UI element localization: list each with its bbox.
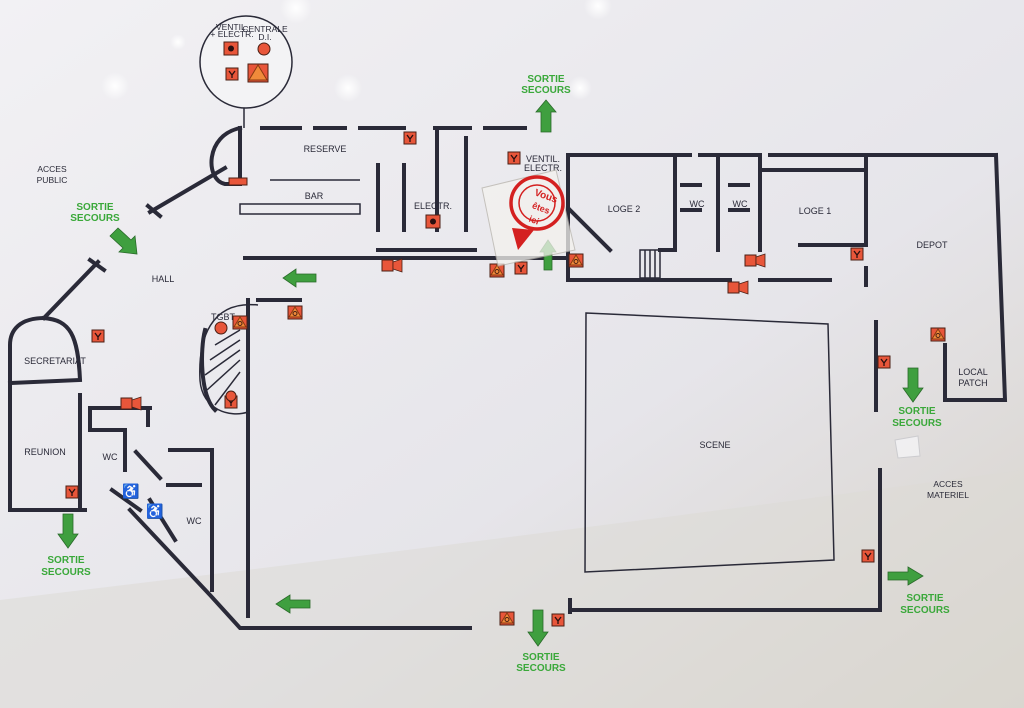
alarm-warning-icon (247, 63, 269, 83)
access-public-label-2: PUBLIC (37, 175, 68, 185)
exit-label-materiel: SORTIE SECOURS (900, 593, 950, 616)
alarm-horn-icon (381, 258, 403, 273)
extinguisher-icon (225, 67, 239, 81)
glare-spot (170, 34, 186, 50)
exit-arrow-diagonal-icon (109, 227, 138, 255)
exit-arrow-down-icon (57, 513, 79, 549)
glare-spot (101, 72, 129, 100)
glare-spot (584, 0, 612, 20)
room-label-ventil-electr: ELECTR. (524, 163, 562, 173)
alarm-horn-icon (744, 253, 766, 268)
room-label-reserve: RESERVE (304, 144, 347, 154)
you-are-here-pointer-icon (512, 228, 534, 250)
extinguisher-icon (514, 261, 528, 275)
alarm-warning-icon (287, 305, 303, 320)
svg-text:SECOURS: SECOURS (900, 605, 950, 616)
alarm-warning-icon (489, 263, 505, 278)
exit-arrow-right-icon (887, 566, 924, 586)
ventil-electr-icon-dot (228, 45, 234, 52)
walls (7, 125, 1008, 630)
room-label-wc-left: WC (103, 452, 118, 462)
extinguisher-icon (403, 131, 417, 145)
extinguisher-icon (877, 355, 891, 369)
glare-spot (280, 0, 312, 24)
accessible-toilet-icon: ♿ (122, 483, 139, 500)
svg-text:SORTIE: SORTIE (76, 202, 114, 213)
legend-electr-label: + ELECTR. (210, 29, 253, 39)
sticker-text-ici: ici (528, 214, 541, 227)
room-label-electr: ELECTR. (414, 201, 452, 211)
legend-di-label: D.I. (258, 32, 271, 42)
exit-label-right: SORTIE SECOURS (892, 406, 942, 429)
exit-arrow-left-icon (275, 594, 311, 614)
extinguisher-icon (861, 549, 875, 563)
svg-text:SORTIE: SORTIE (522, 652, 560, 663)
svg-text:SECOURS: SECOURS (892, 418, 942, 429)
room-label-ventil: VENTIL. (526, 154, 560, 164)
room-label-local: LOCAL (958, 367, 988, 377)
exit-label-hall: SORTIE SECOURS (70, 202, 120, 224)
extinguisher-icon (551, 613, 565, 627)
tape-piece (894, 435, 921, 459)
legend-centrale-label: CENTRALE (242, 24, 288, 34)
glare-spot (568, 76, 592, 100)
svg-text:SECOURS: SECOURS (521, 85, 571, 96)
centrale-di-icon (225, 390, 237, 402)
exit-arrow-up-icon (535, 99, 557, 133)
legend-circle: VENTIL. + ELECTR. CENTRALE D.I. (199, 15, 293, 109)
centrale-di-icon (214, 321, 228, 335)
room-label-loge-2: LOGE 2 (608, 204, 641, 214)
extinguisher-icon (507, 151, 521, 165)
svg-text:SORTIE: SORTIE (527, 74, 565, 85)
exit-arrow-down-icon (527, 609, 549, 647)
svg-text:SORTIE: SORTIE (898, 406, 936, 417)
alarm-horn-icon (120, 396, 142, 411)
ventil-electr-icon (425, 214, 441, 229)
access-materiel-label: ACCES (933, 479, 963, 489)
room-label-hall: HALL (152, 274, 175, 284)
alarm-horn-icon (727, 280, 749, 295)
legend-ventil-label: VENTIL. (216, 22, 248, 32)
room-label-wc-1: WC (690, 199, 705, 209)
exit-arrow-down-icon (902, 367, 924, 403)
scene-area (584, 312, 835, 573)
room-label-tgbt: TGBT (211, 312, 236, 322)
svg-text:SECOURS: SECOURS (41, 567, 91, 578)
exit-arrow-left-icon (282, 268, 317, 288)
extinguisher-icon (65, 485, 79, 499)
room-label-scene: SCENE (699, 440, 730, 450)
svg-text:SORTIE: SORTIE (906, 593, 944, 604)
alarm-warning-icon (568, 253, 584, 268)
room-label-wc-bottom: WC (187, 516, 202, 526)
alarm-warning-icon (930, 327, 946, 342)
room-label-depot: DEPOT (916, 240, 948, 250)
centrale-di-icon (257, 42, 271, 56)
room-label-secretariat: SECRETARIAT (24, 356, 86, 366)
you-are-here-sticker: Vous êtes ici (481, 169, 576, 267)
extinguisher-icon (91, 329, 105, 343)
extinguisher-icon (850, 247, 864, 261)
alarm-horn-icon (228, 177, 248, 186)
accessible-toilet-icon: ♿ (146, 503, 163, 520)
alarm-warning-icon (499, 611, 515, 626)
paper-fold-shadow (0, 470, 1024, 708)
glare-spot (334, 74, 362, 102)
svg-text:SECOURS: SECOURS (70, 213, 120, 224)
svg-text:SECOURS: SECOURS (516, 663, 566, 674)
access-materiel-label-2: MATERIEL (927, 490, 969, 500)
room-label-loge-1: LOGE 1 (799, 206, 832, 216)
exit-label-bottom: SORTIE SECOURS (516, 652, 566, 674)
room-label-bar: BAR (305, 191, 324, 201)
room-label-reunion: REUNION (24, 447, 66, 457)
exit-label-top: SORTIE SECOURS (521, 74, 571, 96)
exit-label-reunion: SORTIE SECOURS (41, 555, 91, 578)
svg-text:SORTIE: SORTIE (47, 555, 85, 566)
access-public-label: ACCES (37, 164, 67, 174)
alarm-warning-icon (232, 315, 248, 330)
room-label-patch: PATCH (958, 378, 987, 388)
room-label-wc-2: WC (733, 199, 748, 209)
